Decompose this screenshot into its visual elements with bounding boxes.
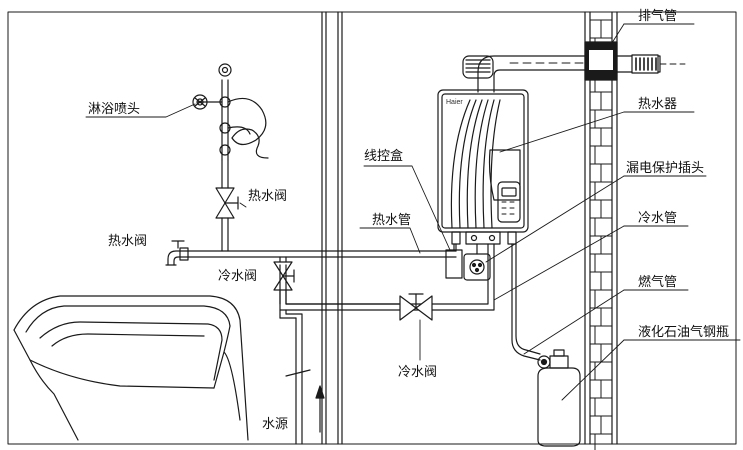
- control-box: [445, 243, 463, 279]
- bathtub: [13, 295, 249, 441]
- heater-brand-logo: Haier: [446, 99, 463, 106]
- label-cold-valve-upper: 冷水阀: [218, 269, 257, 284]
- leader-lines: [85, 23, 741, 401]
- hot-water-faucet: [165, 240, 189, 266]
- shower-column: [197, 63, 269, 161]
- label-shower-hot-valve: 热水阀: [248, 189, 287, 204]
- right-brick-wall: [584, 11, 618, 450]
- label-cold-pipe: 冷水管: [638, 211, 677, 226]
- leakage-protection-plug: [463, 243, 491, 281]
- label-control-box: 线控盒: [364, 148, 403, 164]
- upper-cold-water-valve: [273, 256, 295, 305]
- label-exhaust-pipe: 排气管: [638, 8, 677, 24]
- labels: 排气管 淋浴喷头 热水器 线控盒 热水阀 漏电保护插头 热水管 热水阀 冷水管 …: [88, 8, 729, 432]
- water-heater-body: Haier: [437, 89, 529, 233]
- label-water-heater: 热水器: [638, 97, 677, 112]
- lower-cold-water-valve: [399, 293, 433, 321]
- water-source-pipe: [279, 309, 311, 445]
- label-gas-pipe: 燃气管: [638, 274, 677, 290]
- label-water-source: 水源: [262, 417, 288, 432]
- label-cold-valve-lower: 冷水阀: [398, 365, 437, 380]
- lpg-cylinder: [537, 349, 581, 447]
- water-source-arrow: [315, 385, 325, 433]
- label-leakage-plug: 漏电保护插头: [626, 160, 704, 176]
- label-lpg-cylinder: 液化石油气钢瓶: [638, 324, 729, 340]
- frame-border: [7, 11, 737, 445]
- label-hot-valve: 热水阀: [108, 234, 147, 249]
- shower-head: [192, 94, 208, 110]
- heater-fittings: [451, 231, 517, 245]
- label-hot-pipe: 热水管: [372, 213, 411, 228]
- label-shower-head: 淋浴喷头: [88, 102, 140, 117]
- middle-wall: [321, 11, 343, 445]
- cold-water-pipe: [279, 243, 495, 311]
- exhaust-pipe: [462, 41, 686, 93]
- shower-hot-water-valve: [215, 187, 239, 219]
- hot-water-pipe: [187, 159, 457, 258]
